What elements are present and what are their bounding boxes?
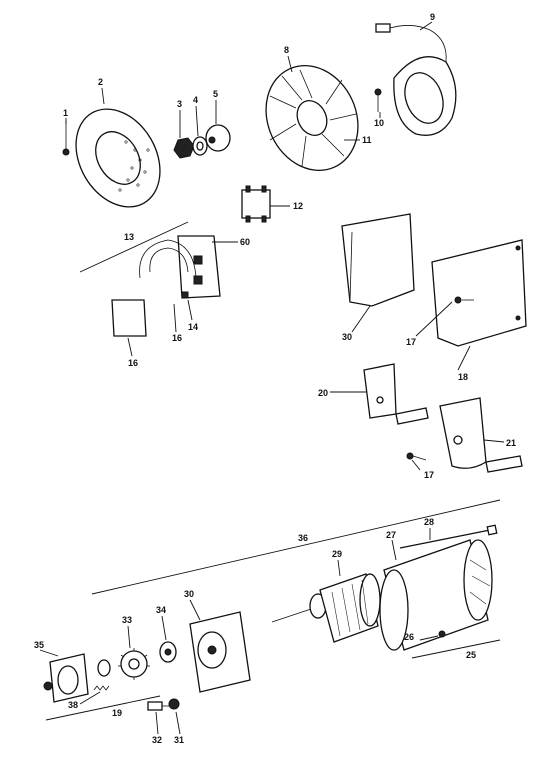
callout-14: 14 [188, 322, 198, 332]
callout-13: 13 [124, 232, 134, 242]
part-10-screw [374, 88, 382, 112]
callout-4: 4 [193, 95, 198, 105]
part-38-spring [93, 685, 110, 691]
callout-19: 19 [112, 708, 122, 718]
part-33-gear [118, 648, 150, 680]
part-35-clutch [43, 653, 111, 703]
part-12-terminal [241, 185, 271, 223]
part-26-screw [438, 630, 446, 638]
part-32-bolt [147, 701, 170, 711]
callout-25: 25 [466, 650, 476, 660]
part-3-nut [173, 137, 195, 159]
callout-labels: 1 2 3 4 5 8 9 10 11 12 13 60 14 16 16 30… [34, 12, 516, 745]
part-8-flywheel [265, 64, 359, 172]
callout-27: 27 [386, 530, 396, 540]
part-31-nut [168, 698, 180, 710]
callout-3: 3 [177, 99, 182, 109]
callout-31: 31 [174, 735, 184, 745]
callout-11: 11 [362, 135, 372, 145]
callout-17-upper: 17 [406, 337, 416, 347]
callout-33: 33 [122, 615, 132, 625]
callout-21: 21 [506, 438, 516, 448]
part-17-screw-upper [454, 296, 474, 304]
callout-36: 36 [298, 533, 308, 543]
callout-2: 2 [98, 77, 103, 87]
part-29-armature [271, 573, 381, 643]
callout-20: 20 [318, 388, 328, 398]
callout-26: 26 [404, 632, 414, 642]
part-13-switch-assembly [111, 235, 221, 337]
callout-12: 12 [293, 201, 303, 211]
callout-30-upper: 30 [342, 332, 352, 342]
callout-60: 60 [240, 237, 250, 247]
callout-34: 34 [156, 605, 166, 615]
part-9-housing [375, 23, 457, 136]
callout-28: 28 [424, 517, 434, 527]
callout-1: 1 [63, 108, 68, 118]
callout-35: 35 [34, 640, 44, 650]
callout-29: 29 [332, 549, 342, 559]
part-4-washer [192, 136, 208, 156]
callout-17-lower: 17 [424, 470, 434, 480]
callout-16-b: 16 [128, 358, 138, 368]
part-5-cap [205, 124, 231, 152]
part-34-pinion [159, 641, 177, 663]
part-30-shroud-upper [341, 213, 415, 307]
callout-32: 32 [152, 735, 162, 745]
part-17-screw-lower [406, 452, 427, 461]
callout-10: 10 [374, 118, 384, 128]
part-20-bracket [363, 363, 429, 425]
callout-16-a: 16 [172, 333, 182, 343]
part-2-blower-disc [75, 108, 161, 208]
part-1-screw [62, 120, 70, 156]
part-21-guard [439, 397, 523, 473]
part-30-end-housing [189, 611, 251, 693]
leader-lines [39, 21, 505, 735]
callout-18: 18 [458, 372, 468, 382]
part-18-cover [431, 239, 527, 347]
part-28-through-bolt [399, 524, 498, 549]
callout-9: 9 [430, 12, 435, 22]
callout-38: 38 [68, 700, 78, 710]
callout-8: 8 [284, 45, 289, 55]
part-27-field-housing [379, 539, 493, 651]
callout-30-lower: 30 [184, 589, 194, 599]
callout-5: 5 [213, 89, 218, 99]
